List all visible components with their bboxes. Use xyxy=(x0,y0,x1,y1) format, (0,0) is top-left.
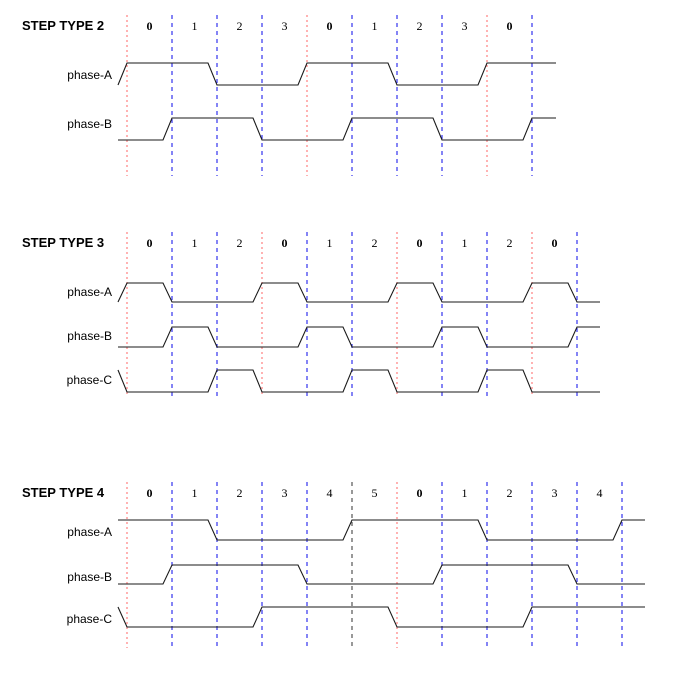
diagram-title: STEP TYPE 3 xyxy=(22,235,104,250)
waveform-phase-A xyxy=(118,519,645,541)
waveform-phase-C xyxy=(117,369,600,393)
diagram-step-type-3: STEP TYPE 3 0 1 2 0 1 2 0 1 2 0 phase-A phase-B phase… xyxy=(0,220,674,420)
step-number: 1 xyxy=(462,486,468,500)
grid-lines: 0 1 2 0 1 2 0 1 2 0 xyxy=(126,232,578,396)
step-number: 0 xyxy=(417,236,423,250)
waveform-phase-A xyxy=(117,62,556,86)
step-number: 0 xyxy=(417,486,423,500)
step-number: 0 xyxy=(147,19,153,33)
grid-lines: 0 1 2 3 0 1 2 3 0 xyxy=(126,15,533,176)
step-number: 2 xyxy=(237,236,243,250)
diagram-step-type-2: STEP TYPE 2 0 1 2 3 0 1 2 3 0 phase-A phase-B xyxy=(0,0,674,200)
step-number: 0 xyxy=(147,486,153,500)
step-number: 2 xyxy=(372,236,378,250)
step-number: 3 xyxy=(282,486,288,500)
step-number: 2 xyxy=(417,19,423,33)
step-number: 0 xyxy=(147,236,153,250)
signal-label: phase-C xyxy=(67,612,113,626)
step-number: 1 xyxy=(462,236,468,250)
step-number: 4 xyxy=(597,486,603,500)
step-number: 3 xyxy=(552,486,558,500)
step-number: 4 xyxy=(327,486,333,500)
waveform-phase-B xyxy=(118,326,600,348)
diagram-title: STEP TYPE 4 xyxy=(22,485,105,500)
step-number: 1 xyxy=(192,19,198,33)
waveform-phase-B xyxy=(118,564,645,585)
waveform-phase-C xyxy=(117,606,645,628)
waveform-phase-A xyxy=(117,282,600,303)
signal-label: phase-A xyxy=(67,285,112,299)
signal-label: phase-B xyxy=(67,570,112,584)
signal-label: phase-B xyxy=(67,117,112,131)
step-number: 2 xyxy=(237,486,243,500)
signal-label: phase-A xyxy=(67,68,112,82)
step-number: 0 xyxy=(552,236,558,250)
diagram-step-type-4: STEP TYPE 4 0 1 2 3 4 5 0 1 2 3 4 phase-A phase-B phas… xyxy=(0,470,674,675)
step-number: 1 xyxy=(327,236,333,250)
step-number: 0 xyxy=(507,19,513,33)
diagram-title: STEP TYPE 2 xyxy=(22,18,104,33)
waveform-phase-B xyxy=(118,117,556,141)
signal-label: phase-A xyxy=(67,525,112,539)
step-number: 2 xyxy=(507,486,513,500)
step-number: 1 xyxy=(192,236,198,250)
step-number: 1 xyxy=(372,19,378,33)
step-number: 5 xyxy=(372,486,378,500)
step-number: 0 xyxy=(327,19,333,33)
step-number: 3 xyxy=(462,19,468,33)
step-number: 1 xyxy=(192,486,198,500)
signal-label: phase-C xyxy=(67,373,113,387)
step-number: 0 xyxy=(282,236,288,250)
step-number: 2 xyxy=(507,236,513,250)
signal-label: phase-B xyxy=(67,329,112,343)
step-number: 3 xyxy=(282,19,288,33)
step-number: 2 xyxy=(237,19,243,33)
